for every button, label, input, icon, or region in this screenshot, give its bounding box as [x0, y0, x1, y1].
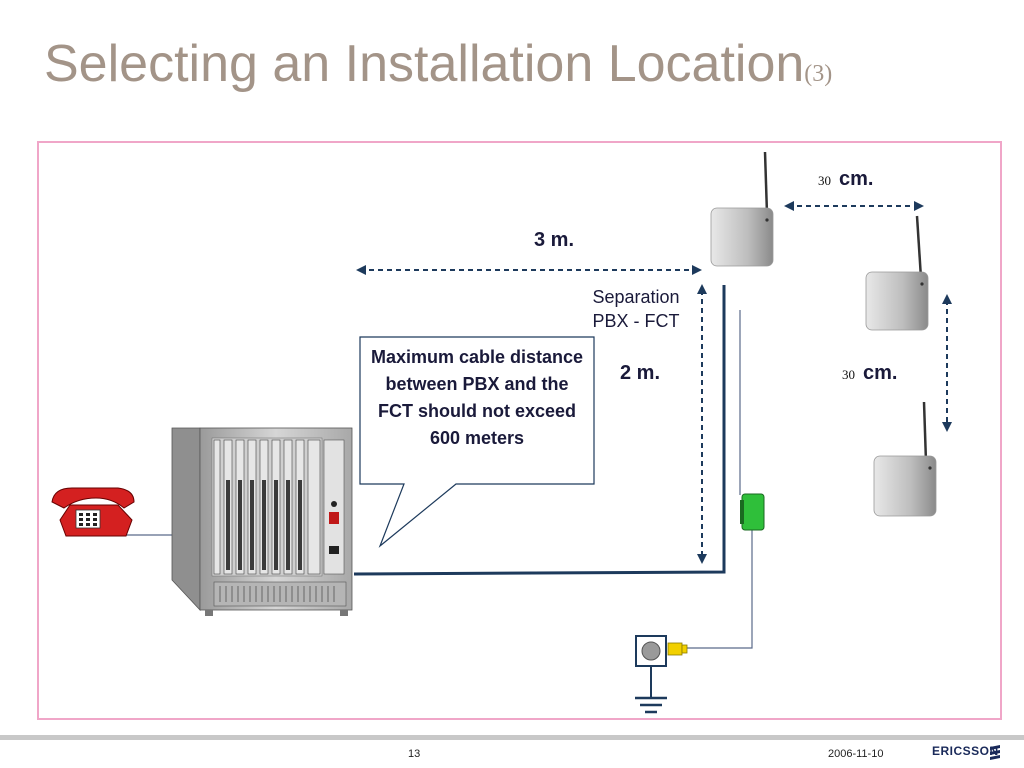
right-gap-label: 30 cm. — [842, 362, 897, 385]
top-gap-unit: cm. — [839, 168, 874, 190]
right-gap-arrow — [942, 294, 952, 432]
ground-symbol-icon — [635, 666, 667, 714]
right-gap-value: 30 — [842, 367, 855, 382]
top-gap-arrow — [784, 201, 924, 211]
plug-icon — [667, 642, 688, 656]
slide-title-text: Selecting an Installation Location — [44, 35, 805, 93]
wall-socket-icon — [635, 635, 667, 667]
diagram-frame — [37, 141, 1002, 720]
base-station-icon — [710, 151, 774, 267]
callout-bubble — [359, 336, 595, 548]
vertical-distance-arrow — [697, 284, 707, 564]
vertical-distance-label: 2 m. — [620, 362, 661, 384]
base-station-icon — [865, 215, 929, 331]
horizontal-distance-label: 3 m. — [534, 229, 575, 251]
ericsson-logo-icon — [990, 745, 1000, 760]
slide-title: Selecting an Installation Location(3) — [44, 34, 832, 94]
callout-text: Maximum cable distance between PBX and t… — [370, 347, 584, 448]
separation-line-1: Separation — [592, 287, 680, 307]
top-gap-label: 30 cm. — [818, 168, 873, 191]
separation-line-2: PBX - FCT — [592, 311, 680, 331]
footer-divider — [0, 735, 1024, 740]
telephone-icon — [51, 487, 135, 537]
slide-date: 2006-11-10 — [828, 748, 884, 760]
base-station-icon — [873, 401, 937, 517]
separation-label: Separation PBX - FCT — [568, 285, 704, 333]
pbx-fct-cable — [353, 285, 726, 576]
slide-title-suffix: (3) — [804, 61, 833, 87]
plug-wire — [686, 530, 753, 649]
right-gap-unit: cm. — [863, 362, 898, 384]
fct-unit-icon — [740, 493, 765, 531]
horizontal-distance-arrow — [356, 265, 702, 275]
pbx-rack-icon — [171, 427, 353, 616]
ericsson-logo-text: ERICSSON — [932, 744, 999, 758]
top-gap-value: 30 — [818, 173, 831, 188]
page-number: 13 — [408, 748, 421, 760]
